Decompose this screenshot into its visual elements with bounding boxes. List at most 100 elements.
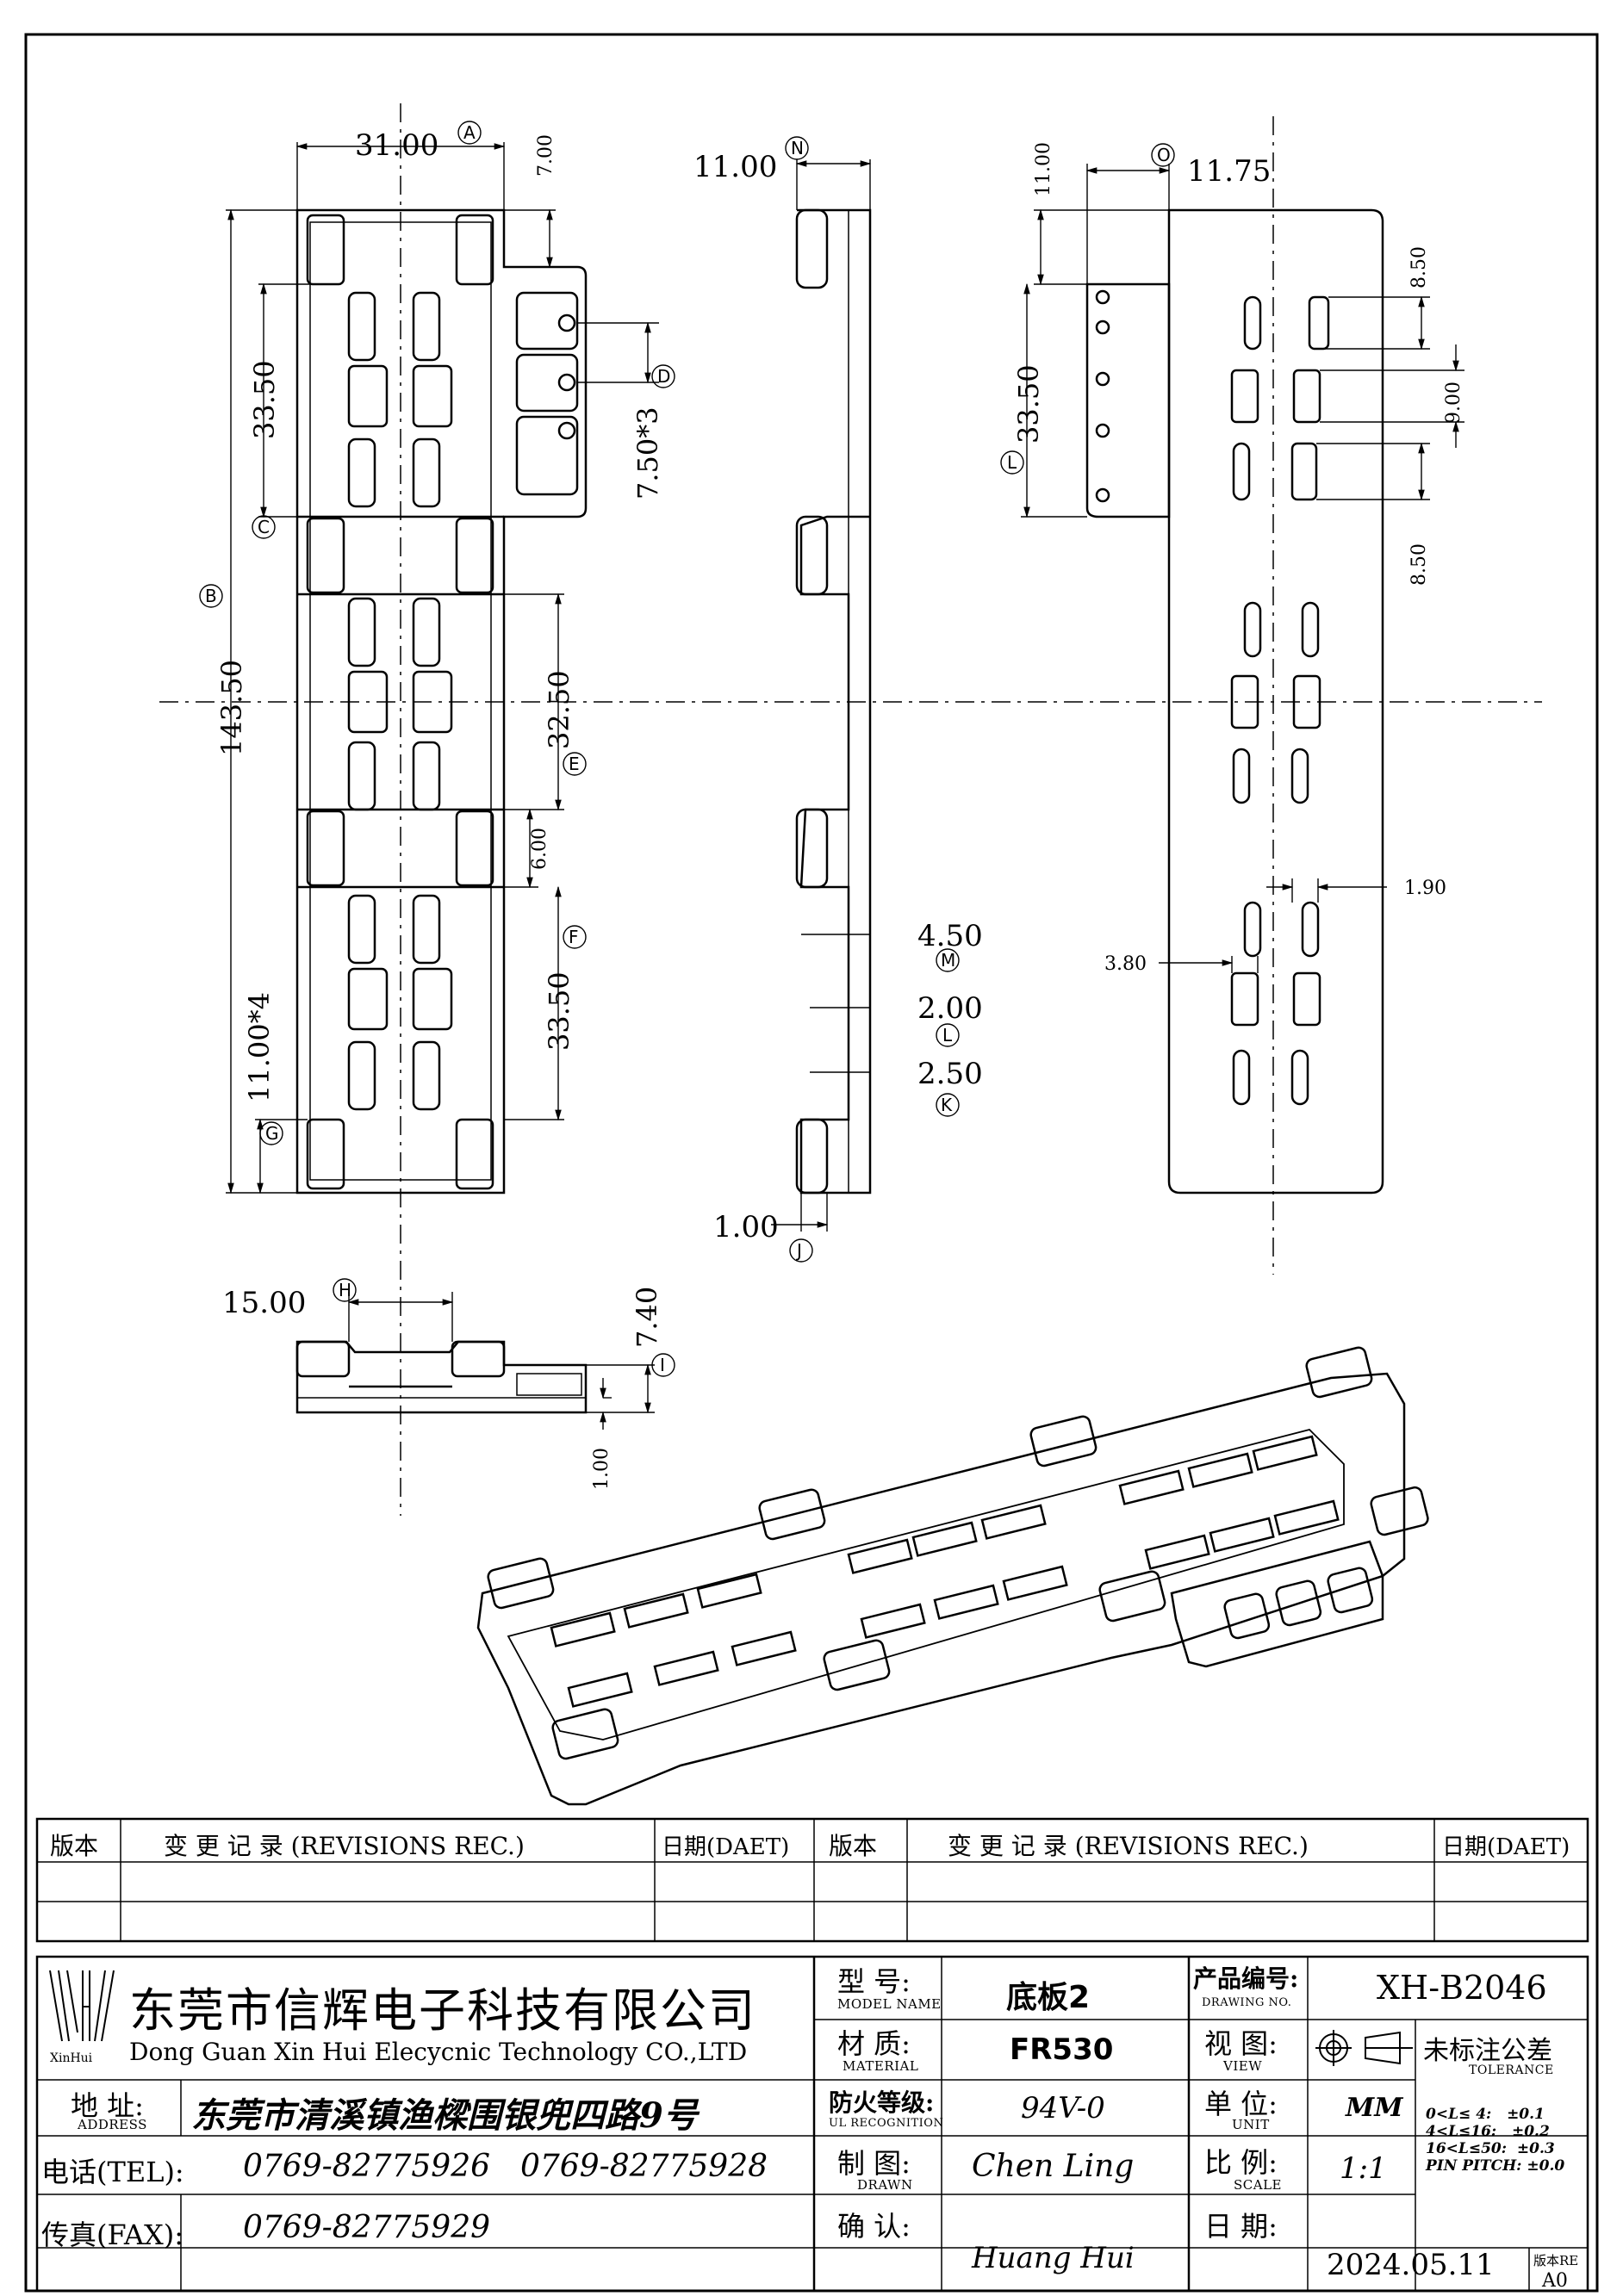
address-label-en: ADDRESS <box>78 2117 147 2132</box>
dim-k-value: 2.50 <box>917 1057 983 1091</box>
dim-r-tag: L <box>1007 452 1017 473</box>
tolerance-label-en: TOLERANCE <box>1469 2063 1554 2077</box>
check-value: Huang Hui <box>972 2241 1135 2275</box>
fax-label: 传真(FAX): <box>41 2218 184 2251</box>
dimension-labels: 31.00 A 7.00 33.50 C D 7.50*3 B 143.50 3… <box>199 121 1464 1490</box>
dim-j-value: 1.00 <box>713 1210 779 1244</box>
ul-value: 94V-0 <box>1021 2091 1105 2125</box>
scale-label: 比 例: <box>1204 2146 1278 2179</box>
date-value: 2024.05.11 <box>1327 2248 1495 2282</box>
dim-h-tag: H <box>339 1280 351 1300</box>
scale-label-en: SCALE <box>1234 2177 1282 2193</box>
dim-o-tag: O <box>1157 145 1171 165</box>
dim-h-value: 15.00 <box>222 1286 306 1320</box>
rev-col-date-left: 日期(DAET) <box>662 1834 790 1860</box>
company-name-cn: 东莞市信辉电子科技有限公司 <box>129 1983 756 2038</box>
title-block-grid <box>35 1955 1589 2293</box>
company-logo-icon <box>49 1970 115 2042</box>
dim-r-value: 33.50 <box>1012 364 1045 444</box>
dim-o-v-value: 11.00 <box>1033 142 1054 196</box>
rev-col-version-right: 版本 <box>829 1832 878 1860</box>
dim-right-850a: 8.50 <box>1408 246 1430 289</box>
material-label: 材 质: <box>837 2027 911 2060</box>
tolerance-table: 0<L≤ 4: ±0.1 4<L≤16: ±0.2 16<L≤50: ±0.3 … <box>1426 2106 1564 2175</box>
dim-l-tag: L <box>942 1025 953 1046</box>
fax-value: 0769-82775929 <box>243 2210 491 2245</box>
tol-range: 16<L≤50: <box>1426 2140 1508 2157</box>
dim-c-tag: C <box>258 517 270 537</box>
tel-label: 电话(TEL): <box>41 2156 184 2188</box>
dim-k-tag: K <box>941 1095 953 1115</box>
material-value: FR530 <box>1010 2032 1114 2067</box>
model-value: 底板2 <box>1006 1980 1091 2015</box>
dim-f-tag: F <box>569 927 579 947</box>
scale-value: 1:1 <box>1340 2151 1387 2186</box>
ul-label: 防火等级: <box>829 2088 935 2117</box>
tol-value: ±0.1 <box>1507 2106 1545 2123</box>
dim-e-tag: E <box>569 754 580 774</box>
dim-right-190: 1.90 <box>1404 878 1446 899</box>
dim-f-value: 33.50 <box>543 971 575 1051</box>
dim-n-tag: N <box>791 138 804 158</box>
drawing-no-value: XH-B2046 <box>1377 1969 1547 2007</box>
material-label-en: MATERIAL <box>843 2058 919 2074</box>
dim-d-tag: D <box>657 366 670 387</box>
center-lines <box>159 103 1542 1516</box>
logo-text: XinHui <box>50 2051 93 2065</box>
drawn-value: Chen Ling <box>972 2149 1135 2184</box>
tol-range: 4<L≤16: <box>1426 2123 1497 2140</box>
dim-right-850b: 8.50 <box>1408 543 1430 586</box>
dim-bottom-100: 1.00 <box>591 1448 613 1490</box>
dim-m-value: 4.50 <box>917 919 983 953</box>
unit-label-en: UNIT <box>1232 2117 1270 2132</box>
dim-j-tag: J <box>795 1240 802 1261</box>
unit-value: MM <box>1346 2093 1403 2123</box>
view-label: 视 图: <box>1204 2027 1278 2060</box>
dim-b-tag: B <box>205 586 217 606</box>
dim-right-900: 9.00 <box>1443 382 1464 424</box>
company-name-en: Dong Guan Xin Hui Elecycnic Technology C… <box>129 2038 748 2066</box>
dim-a-tag: A <box>463 122 476 143</box>
version-label: 版本RE <box>1533 2253 1579 2268</box>
dim-m-tag: M <box>941 950 955 971</box>
tel-1: 0769-82775926 <box>243 2149 491 2184</box>
isometric-view <box>476 1346 1429 1806</box>
address-label: 地 址: <box>71 2089 144 2122</box>
rev-col-record-right: 变 更 记 录 (REVISIONS REC.) <box>948 1832 1309 1860</box>
drawn-label: 制 图: <box>837 2147 911 2180</box>
dim-l-value: 2.00 <box>917 991 983 1026</box>
tel-2: 0769-82775928 <box>520 2149 768 2184</box>
end-view <box>295 1340 588 1414</box>
dim-o-value: 11.75 <box>1187 154 1271 189</box>
dim-i-tag: I <box>660 1355 665 1375</box>
rev-col-version-left: 版本 <box>50 1832 99 1860</box>
dim-n-value: 11.00 <box>693 150 777 184</box>
dim-e-value: 32.50 <box>543 670 575 749</box>
view-label-en: VIEW <box>1223 2058 1263 2074</box>
dim-c-value: 33.50 <box>248 360 281 439</box>
top-view <box>1085 208 1384 1195</box>
address-value: 东莞市清溪镇渔樑围银兜四路9号 <box>191 2095 698 2136</box>
rev-col-date-right: 日期(DAET) <box>1442 1834 1570 1860</box>
dim-b-value: 143.50 <box>215 660 248 756</box>
tol-value: ±0.3 <box>1516 2140 1555 2157</box>
dim-g-value: 11.00*4 <box>243 992 276 1102</box>
unit-label: 单 位: <box>1204 2088 1278 2120</box>
tol-value: ±0.0 <box>1527 2157 1565 2175</box>
dim-a-value: 31.00 <box>355 128 438 163</box>
dim-mid-6: 6.00 <box>529 828 550 870</box>
tol-range: PIN PITCH: <box>1426 2157 1522 2175</box>
drawn-label-en: DRAWN <box>857 2177 913 2193</box>
dimension-lines <box>226 142 1464 1430</box>
dim-d-value: 7.50*3 <box>631 406 664 500</box>
projection-symbol-icon <box>1315 2030 1413 2066</box>
dim-i-value: 7.40 <box>631 1287 663 1348</box>
revision-table <box>35 1817 1589 1943</box>
rev-col-record-left: 变 更 记 录 (REVISIONS REC.) <box>164 1832 525 1860</box>
version-value: A0 <box>1542 2270 1568 2292</box>
tol-value: ±0.2 <box>1511 2123 1550 2140</box>
dim-g-tag: G <box>265 1123 279 1144</box>
model-label: 型 号: <box>837 1965 911 1998</box>
ul-label-en: UL RECOGNITION <box>829 2117 944 2130</box>
